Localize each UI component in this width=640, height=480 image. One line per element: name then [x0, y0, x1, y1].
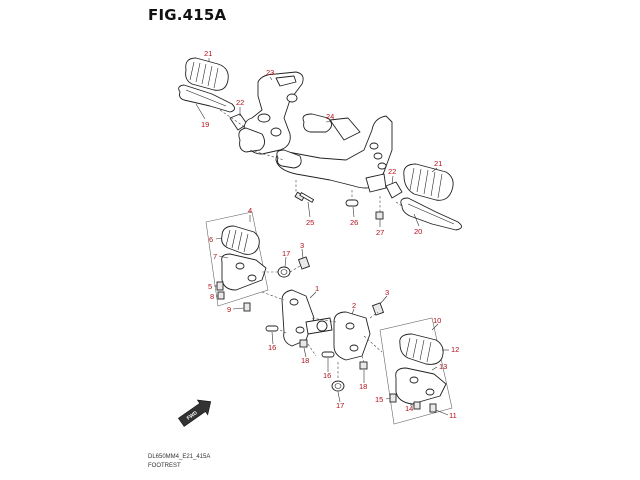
callout-2: 2: [352, 301, 356, 310]
part-3-bolt-lower: [371, 302, 385, 316]
part-24-right-bracket: [275, 113, 393, 193]
callout-6: 6: [209, 235, 213, 244]
fwd-label: FWD: [186, 410, 199, 422]
part-2-bracket: [333, 311, 371, 361]
callout-22-right: 22: [388, 167, 396, 176]
diagram-name: FOOTREST: [148, 463, 181, 469]
callout-10: 10: [433, 316, 441, 325]
part-18-clip-lower: [359, 361, 368, 370]
callout-21-right: 21: [434, 159, 442, 168]
callout-16-lower: 16: [323, 371, 331, 380]
callout-27: 27: [376, 228, 384, 237]
callout-17-lower: 17: [336, 401, 344, 410]
callout-8: 8: [210, 292, 214, 301]
callout-20: 20: [414, 227, 422, 236]
part-23-left-bracket: [238, 71, 304, 155]
callout-19: 19: [201, 120, 209, 129]
callout-23: 23: [266, 68, 274, 77]
callout-3-lower: 3: [385, 288, 389, 297]
callout-18-upper: 18: [301, 356, 309, 365]
group-outline-4: [205, 211, 269, 307]
part-17-spring-upper: [277, 266, 291, 278]
callout-22-left: 22: [236, 98, 244, 107]
leader-lines: [195, 58, 449, 416]
part-3-bolt-upper: [297, 256, 311, 270]
part-1-bracket: [281, 289, 315, 347]
part-26-pin: [345, 199, 359, 207]
part-19-left-footpeg: [178, 84, 235, 113]
callout-18-lower: 18: [359, 382, 367, 391]
callout-25: 25: [306, 218, 314, 227]
callout-5: 5: [208, 282, 212, 291]
part-6-footpeg-rubber: [221, 225, 260, 255]
callout-21-left: 21: [204, 49, 212, 58]
part-14-screw: [413, 401, 421, 410]
part-12-footpeg-rubber: [399, 333, 444, 365]
callout-15: 15: [375, 395, 383, 404]
callout-4: 4: [248, 206, 252, 215]
part-11-bolt: [429, 403, 437, 413]
part-18-clip-upper: [299, 339, 308, 348]
part-20-right-footpeg: [400, 197, 462, 231]
part-13-footpeg-base: [395, 367, 447, 405]
part-connecting-shaft: [305, 317, 333, 335]
callout-7: 7: [213, 252, 217, 261]
part-22-right-cushion: [385, 181, 403, 199]
callout-24: 24: [326, 112, 334, 121]
callout-1: 1: [315, 284, 319, 293]
callout-labels: 21 23 22 19 24 22 21 25 26 27 20 4 6 7 1…: [201, 49, 459, 420]
callout-9: 9: [227, 305, 231, 314]
part-21-left-footpeg-rubber: [185, 57, 229, 91]
figure-title: FIG.415A: [148, 6, 227, 24]
callout-13: 13: [439, 362, 447, 371]
callout-17-upper: 17: [282, 249, 290, 258]
part-25-bolt: [294, 191, 315, 203]
callout-11: 11: [449, 411, 457, 420]
callout-26: 26: [350, 218, 358, 227]
group-outline-10: [379, 317, 453, 425]
callout-16-upper: 16: [268, 343, 276, 352]
part-5-screw: [216, 281, 224, 291]
part-8-screw: [217, 291, 225, 300]
part-15-screw: [389, 393, 397, 403]
part-21-right-footpeg-rubber: [403, 163, 454, 201]
part-16-pin-upper: [265, 325, 279, 332]
forward-arrow-icon: FWD: [177, 399, 212, 427]
part-16-pin-lower: [321, 351, 335, 358]
part-27-clip: [375, 211, 384, 220]
part-17-spring-lower: [331, 380, 345, 392]
callout-14: 14: [405, 404, 413, 413]
part-9-bolt: [243, 302, 251, 312]
callout-12: 12: [451, 345, 459, 354]
callout-3-upper: 3: [300, 241, 304, 250]
diagram-code: DL650MM4_E21_415A: [148, 454, 211, 460]
part-7-footpeg-base: [221, 253, 267, 291]
